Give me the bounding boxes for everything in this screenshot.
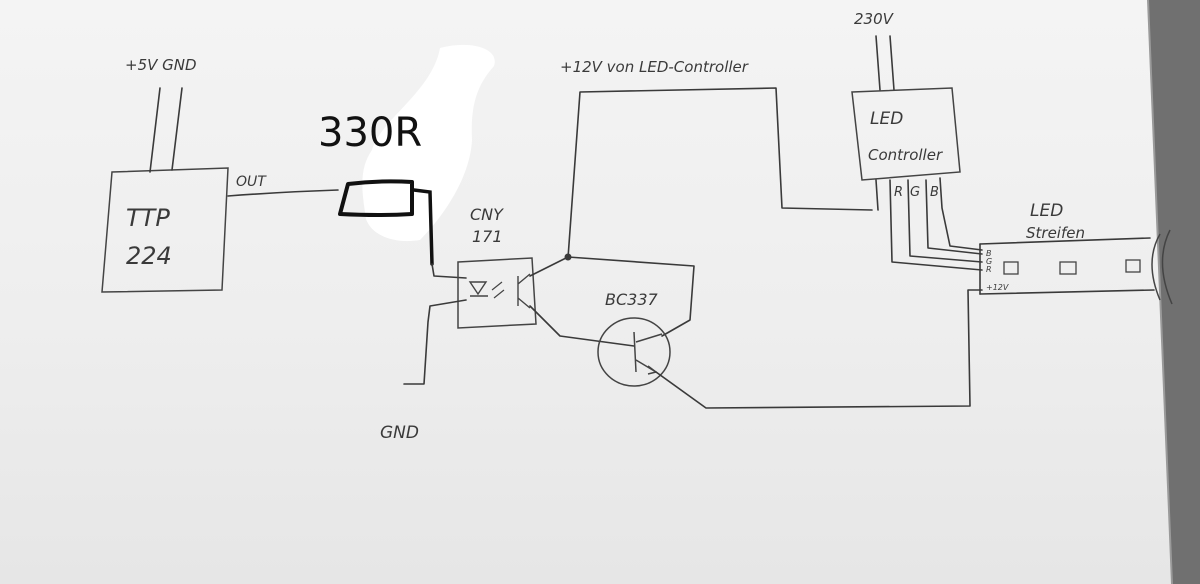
transistor-emitter-wire bbox=[655, 289, 983, 409]
led-segment-1 bbox=[1003, 261, 1019, 275]
transistor-collector-wire bbox=[567, 256, 695, 337]
controller-supply-label: +12V von LED-Controller bbox=[560, 58, 749, 76]
ttp224-label-line2: 224 bbox=[126, 242, 172, 270]
g-channel-wire bbox=[907, 179, 983, 263]
r-channel-wire bbox=[889, 179, 983, 271]
controller-pin-r: R bbox=[894, 185, 903, 200]
transistor-symbol-circle bbox=[597, 317, 671, 387]
ttp224-module-box bbox=[101, 167, 229, 293]
table-edge bbox=[1148, 0, 1200, 584]
out-wire bbox=[227, 189, 339, 197]
opto-phototransistor-symbol bbox=[517, 273, 531, 309]
strip-pin-b: B bbox=[986, 249, 992, 258]
controller-pin-g: G bbox=[910, 185, 920, 200]
supply-label: +5V GND bbox=[125, 56, 197, 74]
led-strip-top-edge bbox=[979, 237, 1151, 245]
opto-light-arrows bbox=[491, 281, 505, 299]
led-controller-box bbox=[851, 87, 961, 181]
resistor-lead bbox=[412, 188, 434, 266]
supply-wire-5v bbox=[149, 87, 161, 173]
opto-gnd-wire bbox=[403, 299, 467, 385]
opto-collector-wire bbox=[529, 256, 569, 277]
mains-label: 230V bbox=[854, 10, 895, 28]
resistor-to-opto-wire bbox=[431, 263, 467, 279]
b-channel-wire bbox=[925, 179, 983, 255]
transistor-label: BC337 bbox=[605, 290, 659, 309]
strip-pin-12v: +12V bbox=[986, 283, 1009, 292]
opto-led-symbol bbox=[468, 281, 488, 297]
ttp224-label-line1: TTP bbox=[126, 204, 170, 232]
led-segment-3 bbox=[1125, 259, 1141, 273]
resistor-label: 330R bbox=[318, 110, 422, 156]
controller-12v-lead bbox=[875, 179, 879, 211]
led-strip-label-line2: Streifen bbox=[1026, 224, 1085, 242]
correction-patch bbox=[362, 44, 495, 242]
supply-wire-gnd bbox=[171, 87, 183, 171]
optocoupler-box bbox=[457, 257, 537, 329]
led-strip-label-line1: LED bbox=[1030, 201, 1063, 221]
out-label: OUT bbox=[236, 174, 267, 190]
strip-pin-g: G bbox=[986, 257, 992, 266]
paper-edge bbox=[1147, 0, 1173, 584]
gnd-label: GND bbox=[380, 423, 419, 443]
led-strip-break-symbol bbox=[1151, 229, 1173, 305]
strip-pin-r: R bbox=[986, 265, 992, 274]
led-controller-label-line2: Controller bbox=[868, 146, 943, 164]
led-segment-2 bbox=[1059, 261, 1077, 275]
plus12v-supply-wire bbox=[567, 87, 873, 259]
optocoupler-label-line1: CNY bbox=[470, 205, 504, 224]
mains-wire-2 bbox=[889, 35, 895, 91]
resistor-symbol bbox=[338, 179, 414, 217]
opto-to-base-wire bbox=[529, 305, 635, 347]
led-strip-bottom-edge bbox=[979, 289, 1155, 295]
controller-pin-b: B bbox=[930, 185, 939, 200]
b-channel-lead bbox=[939, 177, 983, 251]
led-controller-label-line1: LED bbox=[870, 109, 903, 129]
mains-wire-1 bbox=[875, 35, 881, 91]
optocoupler-label-line2: 171 bbox=[472, 227, 503, 246]
